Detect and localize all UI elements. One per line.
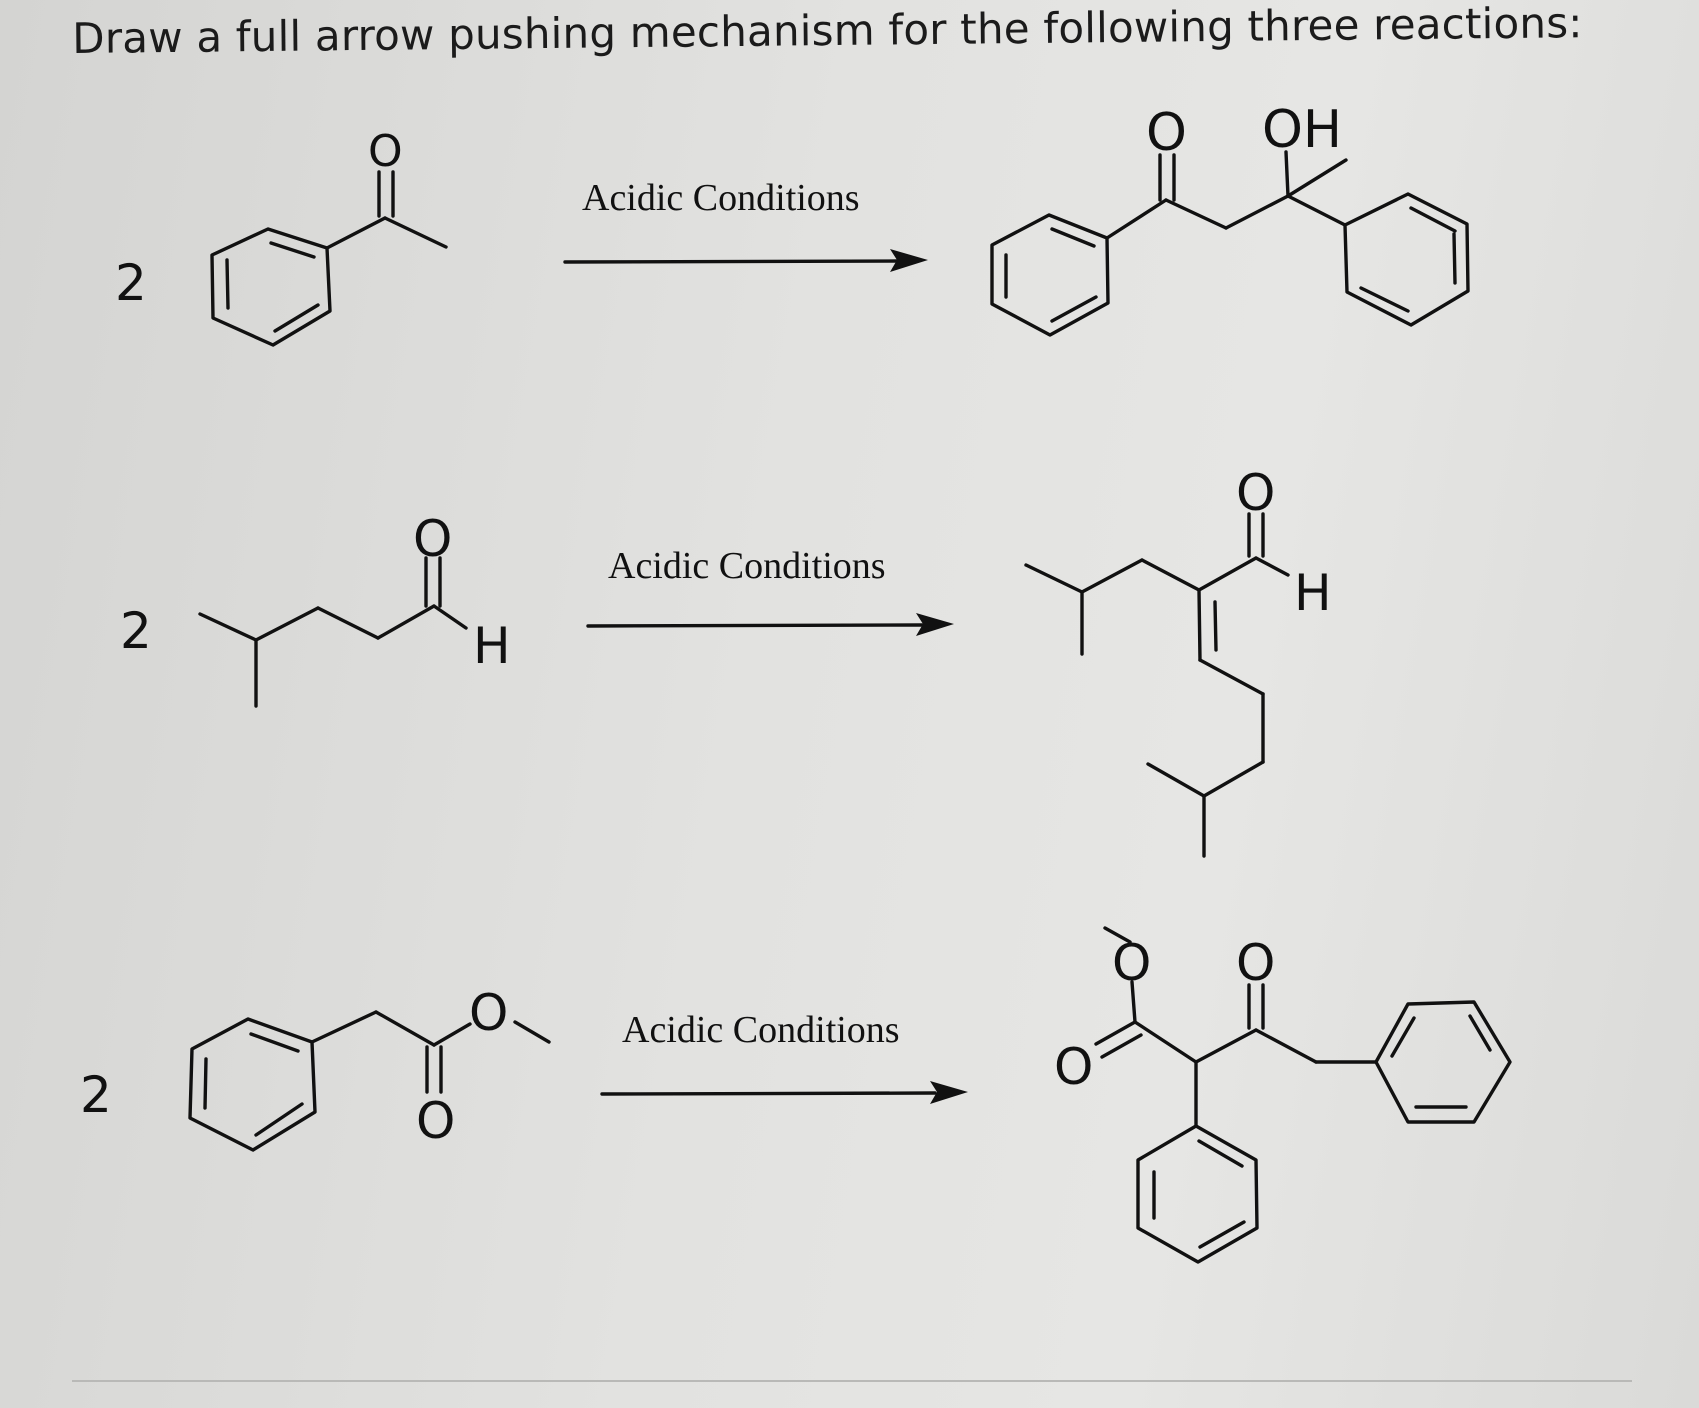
reaction-3-conditions: Acidic Conditions	[622, 1009, 900, 1051]
carbonyl-oxygen-label: O	[416, 1092, 455, 1150]
reaction-3-reactant: O O	[188, 984, 551, 1152]
reaction-1-arrow	[563, 249, 928, 272]
ring-double-bond	[249, 1032, 300, 1053]
aldehyde-h-label: H	[473, 617, 511, 675]
chain-bond	[254, 606, 320, 642]
reaction-2-conditions: Acidic Conditions	[608, 545, 886, 587]
chain-bond	[1024, 563, 1084, 594]
chain-bond	[1080, 558, 1144, 594]
chain-bond	[1164, 198, 1228, 230]
benzylic-bond	[310, 1010, 378, 1044]
ring-double-bond	[269, 241, 316, 259]
benzene-ring	[210, 227, 332, 347]
ketone-oxygen-label: O	[1236, 934, 1275, 992]
reaction-3-product: O O O	[1054, 926, 1512, 1264]
benzene-ring	[188, 1017, 317, 1152]
aldehyde-h-label: H	[1294, 564, 1332, 622]
chain-bond	[1197, 556, 1258, 592]
benzene-ring-left	[990, 213, 1110, 337]
aryl-carbonyl-bond	[325, 216, 387, 250]
chain-bond	[1146, 762, 1206, 798]
chain-bond	[376, 604, 436, 640]
hydroxyl-bond	[1284, 150, 1290, 198]
ring-double-bond	[1390, 1016, 1416, 1058]
alkene-double-bond	[1213, 600, 1218, 652]
chain-bond	[1202, 760, 1265, 798]
ring-double-bond	[1468, 1014, 1492, 1052]
benzene-ring-right	[1343, 192, 1470, 327]
reaction-1: 2 O Acidic Conditions	[115, 100, 1470, 347]
chain-bond	[198, 612, 258, 642]
chain-bond	[1254, 1028, 1318, 1064]
reaction-1-product: O OH	[990, 100, 1470, 337]
ester-carbonyl-double-bond	[1094, 1020, 1137, 1046]
ring-double-bond	[225, 258, 230, 310]
chain-bond	[1140, 558, 1201, 592]
reaction-2-product: O H	[1024, 464, 1332, 858]
aryl-ketone-bond	[1105, 198, 1168, 240]
methoxy-bond	[513, 1020, 551, 1044]
reaction-2-arrow	[586, 613, 954, 636]
reaction-3-coefficient: 2	[80, 1066, 112, 1124]
carbonyl-oxygen-label: O	[413, 510, 452, 568]
aryl-bond	[1286, 194, 1347, 227]
chain-bond	[316, 606, 380, 640]
reaction-3: 2 O O Acidic Conditions	[80, 926, 1512, 1264]
carbonyl-oxygen-label: O	[1236, 464, 1275, 522]
benzene-ring-right	[1374, 1000, 1512, 1124]
methyl-bond	[383, 216, 448, 249]
ring-double-bond	[203, 1057, 208, 1110]
methyl-bond	[1286, 158, 1348, 198]
chain-bond	[1194, 1028, 1258, 1064]
ring-double-bond	[1050, 295, 1098, 323]
reaction-1-coefficient: 2	[115, 254, 147, 312]
ring-double-bond	[1197, 1139, 1244, 1168]
alkene-bond	[1197, 588, 1202, 662]
ring-double-bond	[273, 303, 320, 333]
ester-carbonyl-oxygen-label: O	[1054, 1038, 1093, 1096]
ring-double-bond	[1359, 286, 1410, 313]
ring-double-bond	[254, 1102, 304, 1137]
ester-o-bond	[432, 1022, 472, 1047]
aldehyde-h-bond	[1254, 556, 1290, 577]
chain-bond	[374, 1010, 436, 1047]
reaction-2: 2 O H Acidic Conditions	[120, 464, 1332, 858]
chain-bond	[1198, 658, 1265, 696]
carbonyl-oxygen-label: O	[368, 126, 403, 177]
reaction-1-conditions: Acidic Conditions	[582, 177, 860, 219]
ring-double-bond	[1198, 1220, 1246, 1249]
chain-bond	[1224, 194, 1290, 230]
reaction-1-reactant: O	[210, 126, 448, 347]
ring-double-bond	[1409, 206, 1457, 233]
ester-o-bond	[1130, 980, 1137, 1024]
reaction-3-arrow	[600, 1081, 968, 1104]
chain-bond	[1133, 1020, 1198, 1064]
hydroxyl-label: OH	[1262, 100, 1342, 160]
benzene-ring-bottom	[1136, 1124, 1259, 1264]
aldehyde-h-bond	[432, 604, 468, 630]
methoxy-oxygen-label: O	[1112, 934, 1151, 992]
ester-oxygen-label: O	[469, 984, 508, 1042]
ring-double-bond	[1050, 227, 1096, 248]
ring-double-bond	[1452, 232, 1457, 285]
ketone-oxygen-label: O	[1146, 103, 1187, 163]
bottom-divider	[72, 1380, 1632, 1382]
ester-carbonyl-double-bond	[1100, 1033, 1143, 1059]
reaction-2-reactant: O H	[198, 510, 511, 708]
methoxy-bond	[1103, 926, 1132, 944]
reaction-2-coefficient: 2	[120, 602, 152, 660]
